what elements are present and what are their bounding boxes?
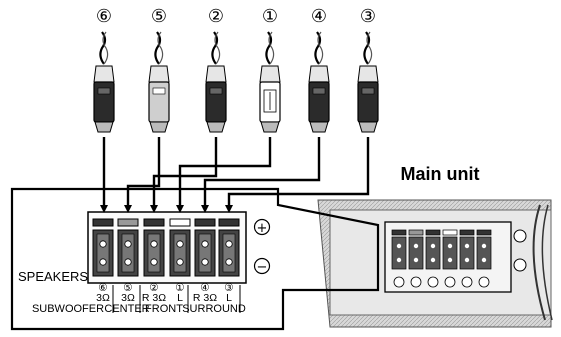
speakers-label: SPEAKERS [18,269,88,284]
mini-terminal [391,229,407,288]
terminal-color-tab [143,218,165,227]
speaker-plug: ⑥ [93,6,115,133]
terminal-impedance: L [226,292,232,304]
plug-boot [93,65,115,83]
connection-arrow [176,137,272,213]
terminal-impedance: R 3Ω [142,292,166,304]
terminal-number: ② [149,282,158,294]
speaker-terminal [169,218,191,277]
mini-terminal-marker [478,276,490,288]
speaker-terminal [218,218,240,277]
connection-arrow [201,137,321,213]
plus-terminal-mark [253,218,271,236]
plug-boot [205,65,227,83]
plug-boot [148,65,170,83]
cable [99,31,107,65]
speaker-terminal [194,218,216,277]
connection-arrow [225,137,370,213]
speaker-plug: ① [259,6,281,133]
mini-terminal-marker [427,276,439,288]
minus-terminal-mark [253,257,271,275]
terminal-color-tab [92,218,114,227]
speaker-terminal [92,218,114,277]
cable [314,31,322,65]
speaker-terminal [143,218,165,277]
plug-number: ⑥ [96,6,112,27]
group-labels: SUBWOOFER CENTER FRONT SURROUND [32,285,246,315]
plug-boot [259,65,281,83]
speaker-terminal [117,218,139,277]
terminal-number: ④ [200,282,209,294]
terminal-impedance: 3Ω [121,292,135,304]
cable [265,31,273,65]
mini-terminal-marker [444,276,456,288]
terminal-impedance: R 3Ω [193,292,217,304]
main-unit-illustration [317,199,553,328]
plug-number: ② [208,6,224,27]
terminal-color-tab [194,218,216,227]
terminal-number: ⑤ [123,282,132,294]
mini-terminal-marker [393,276,405,288]
plus-symbol: + [257,221,268,236]
speaker-terminal-panel: + − [87,211,271,284]
terminal-impedance: L [177,292,183,304]
plug-number: ① [262,6,278,27]
speaker-plugs: ⑥ ⑤ ② ① ④ ③ [93,6,379,133]
speaker-plug: ② [205,6,227,133]
terminal-color-tab [117,218,139,227]
terminal-impedance: 3Ω [96,292,110,304]
mini-terminal [476,229,492,288]
cable [154,31,162,65]
terminal-color-tab [169,218,191,227]
terminal-number: ③ [224,282,233,294]
cable [363,31,371,65]
plug-number: ⑤ [151,6,167,27]
connection-arrows [100,137,370,213]
speaker-plug: ⑤ [148,6,170,133]
main-unit-label: Main unit [401,164,480,184]
mini-terminal-marker [461,276,473,288]
plug-number: ④ [311,6,327,27]
mini-terminal [425,229,441,288]
terminal-number: ⑥ [98,282,107,294]
connection-arrow [124,137,161,213]
mini-terminal [442,229,458,288]
plug-number: ③ [360,6,376,27]
subwoofer-label: SUBWOOFER [32,303,104,315]
mini-terminal-marker [410,276,422,288]
mini-terminal [459,229,475,288]
connection-arrow [150,137,218,213]
cable [211,31,219,65]
plug-boot [357,65,379,83]
mini-terminal [408,229,424,288]
terminal-number: ① [175,282,184,294]
plug-boot [308,65,330,83]
surround-label: SURROUND [182,303,246,315]
center-label: CENTER [104,303,149,315]
minus-symbol: − [257,260,268,275]
speaker-plug: ③ [357,6,379,133]
front-label: FRONT [145,303,183,315]
terminal-color-tab [218,218,240,227]
speaker-plug: ④ [308,6,330,133]
